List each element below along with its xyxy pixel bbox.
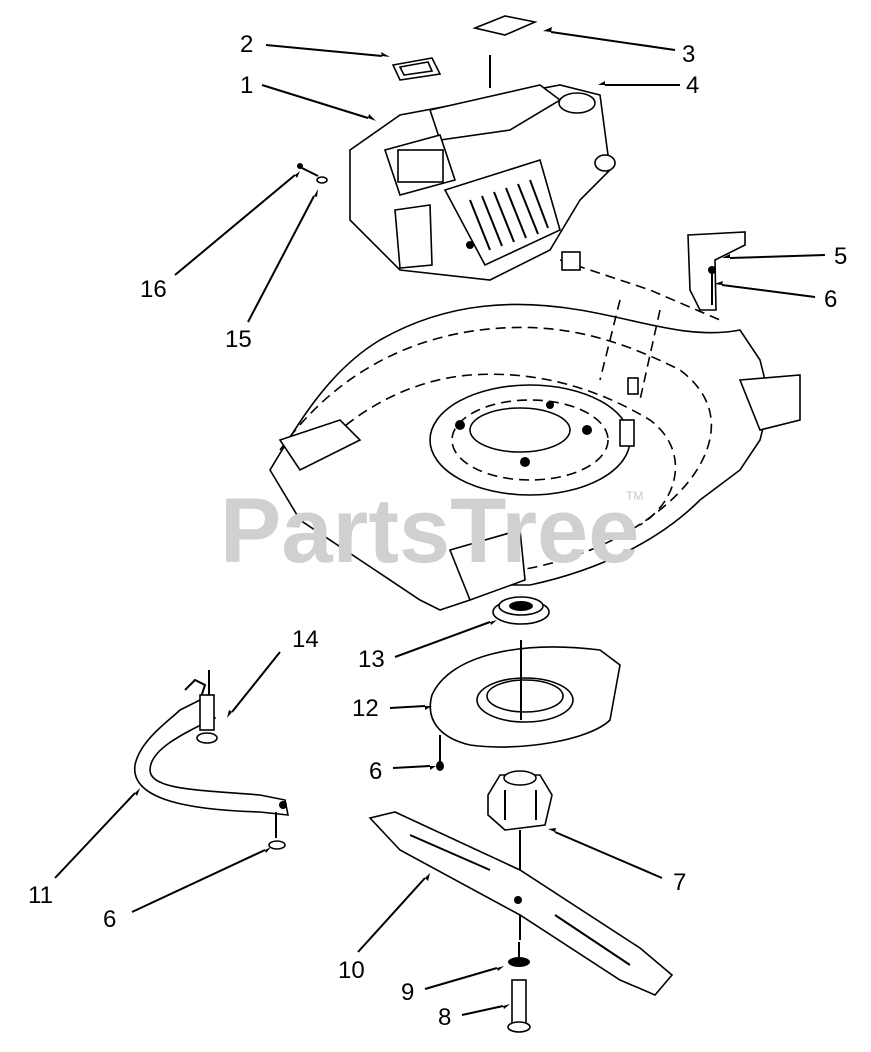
- callout-7: 7: [673, 869, 686, 896]
- callout-15: 15: [225, 326, 252, 353]
- callouts: 2 1 3 4 5 6 16 15 14 13 12 6 7 11 6 10 9…: [28, 31, 847, 1031]
- callout-3: 3: [682, 41, 695, 68]
- blade-10: [368, 811, 674, 996]
- callout-10: 10: [338, 957, 365, 984]
- washer-15: [316, 176, 328, 184]
- callout-8: 8: [438, 1004, 451, 1031]
- callout-9: 9: [401, 979, 414, 1006]
- callout-4: 4: [686, 72, 699, 99]
- callout-14: 14: [292, 626, 319, 653]
- bearing-13: [492, 596, 550, 625]
- callout-6-mid: 6: [369, 758, 382, 785]
- baffle-12: [429, 640, 621, 771]
- callout-1: 1: [240, 72, 253, 99]
- screw-16: [297, 163, 319, 177]
- bolt-8: [507, 979, 531, 1033]
- leader-lines: [54, 27, 826, 1016]
- callout-6-top: 6: [824, 286, 837, 313]
- callout-5: 5: [834, 243, 847, 270]
- callout-11: 11: [28, 882, 53, 909]
- adapter-7: [487, 770, 553, 940]
- mower-deck: [269, 251, 801, 611]
- bracket-5: [687, 231, 746, 311]
- washer-9: [508, 942, 530, 967]
- callout-12: 12: [352, 695, 379, 722]
- callout-16: 16: [140, 276, 167, 303]
- callout-2: 2: [240, 31, 253, 58]
- watermark-text: PartsTree: [220, 480, 639, 582]
- decal-3: [472, 15, 538, 36]
- cooling-fins: [469, 179, 549, 251]
- engine: [349, 55, 616, 281]
- watermark-tm: TM: [626, 489, 643, 503]
- callout-6-low: 6: [103, 906, 116, 933]
- callout-13: 13: [358, 646, 385, 673]
- bracket-11: [134, 670, 289, 850]
- watermark: PartsTree TM: [220, 480, 643, 582]
